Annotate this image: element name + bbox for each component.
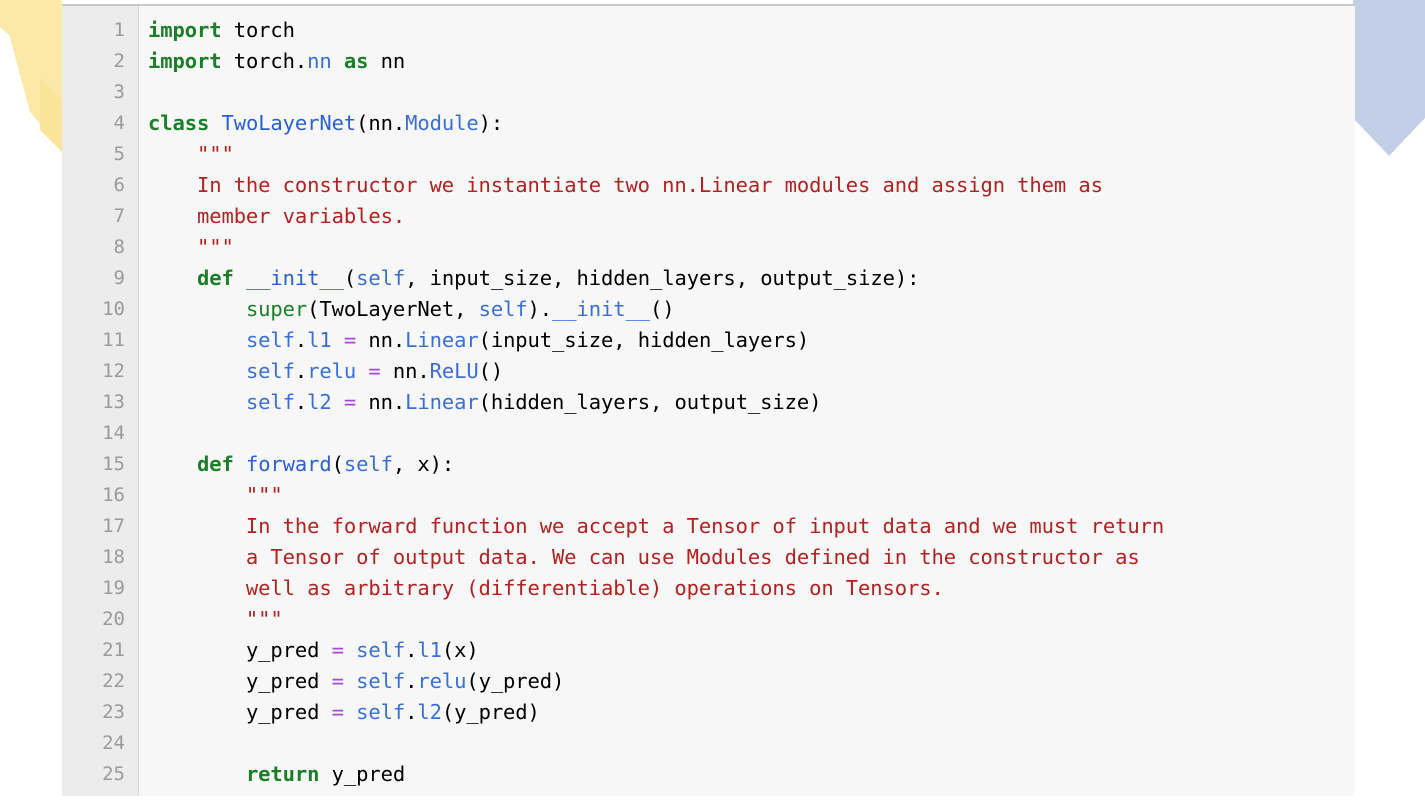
code-line: self.l1 = nn.Linear(input_size, hidden_l… bbox=[245, 328, 810, 352]
line-number: 21 bbox=[102, 639, 125, 661]
line-number: 19 bbox=[102, 577, 125, 599]
code-line: import torch bbox=[148, 18, 295, 42]
line-number: 13 bbox=[102, 391, 125, 413]
line-number: 5 bbox=[113, 143, 125, 165]
line-number: 16 bbox=[102, 484, 125, 506]
code-line bbox=[148, 418, 1355, 449]
code-line: y_pred = self.relu(y_pred) bbox=[245, 669, 565, 693]
line-number: 3 bbox=[113, 81, 125, 103]
line-number: 14 bbox=[102, 422, 125, 444]
code-line: well as arbitrary (differentiable) opera… bbox=[148, 576, 944, 600]
line-number: 8 bbox=[113, 236, 125, 258]
code-line: a Tensor of output data. We can use Modu… bbox=[148, 545, 1140, 569]
code-line: return y_pred bbox=[245, 762, 406, 786]
line-number: 7 bbox=[113, 205, 125, 227]
line-number: 12 bbox=[102, 360, 125, 382]
code-editor-panel[interactable]: 1 2 3 4 5 6 7 8 9 10 11 12 13 14 15 16 1… bbox=[62, 4, 1355, 796]
line-number: 15 bbox=[102, 453, 125, 475]
line-number: 18 bbox=[102, 546, 125, 568]
code-line: """ bbox=[148, 142, 234, 166]
code-line: """ bbox=[148, 483, 283, 507]
code-line: member variables. bbox=[148, 204, 406, 228]
code-line: y_pred = self.l2(y_pred) bbox=[245, 700, 540, 724]
code-line: self.l2 = nn.Linear(hidden_layers, outpu… bbox=[245, 390, 822, 414]
code-line: """ bbox=[148, 607, 283, 631]
code-line bbox=[148, 77, 1355, 108]
line-number: 23 bbox=[102, 701, 125, 723]
line-number: 24 bbox=[102, 732, 125, 754]
code-text-area[interactable]: import torch import torch.nn as nn class… bbox=[139, 6, 1355, 796]
code-line: def __init__(self, input_size, hidden_la… bbox=[196, 266, 920, 290]
line-number: 25 bbox=[102, 763, 125, 785]
code-line: import torch.nn as nn bbox=[148, 49, 406, 73]
line-number: 2 bbox=[113, 50, 125, 72]
line-number: 4 bbox=[113, 112, 125, 134]
code-line: def forward(self, x): bbox=[196, 452, 455, 476]
code-line: """ bbox=[148, 235, 234, 259]
line-number: 1 bbox=[113, 19, 125, 41]
line-number: 22 bbox=[102, 670, 125, 692]
code-line: class TwoLayerNet(nn.Module): bbox=[148, 111, 504, 135]
right-pennant-decoration bbox=[1353, 0, 1425, 156]
code-line: In the forward function we accept a Tens… bbox=[148, 514, 1165, 538]
code-line: In the constructor we instantiate two nn… bbox=[148, 173, 1103, 197]
line-number: 17 bbox=[102, 515, 125, 537]
line-number: 6 bbox=[113, 174, 125, 196]
code-line: y_pred = self.l1(x) bbox=[245, 638, 479, 662]
code-line: super(TwoLayerNet, self).__init__() bbox=[245, 297, 675, 321]
code-line bbox=[148, 728, 1355, 759]
line-number-gutter: 1 2 3 4 5 6 7 8 9 10 11 12 13 14 15 16 1… bbox=[62, 6, 139, 796]
code-line: self.relu = nn.ReLU() bbox=[245, 359, 504, 383]
line-number: 11 bbox=[102, 329, 125, 351]
line-number: 20 bbox=[102, 608, 125, 630]
line-number: 9 bbox=[113, 267, 125, 289]
line-number: 10 bbox=[102, 298, 125, 320]
